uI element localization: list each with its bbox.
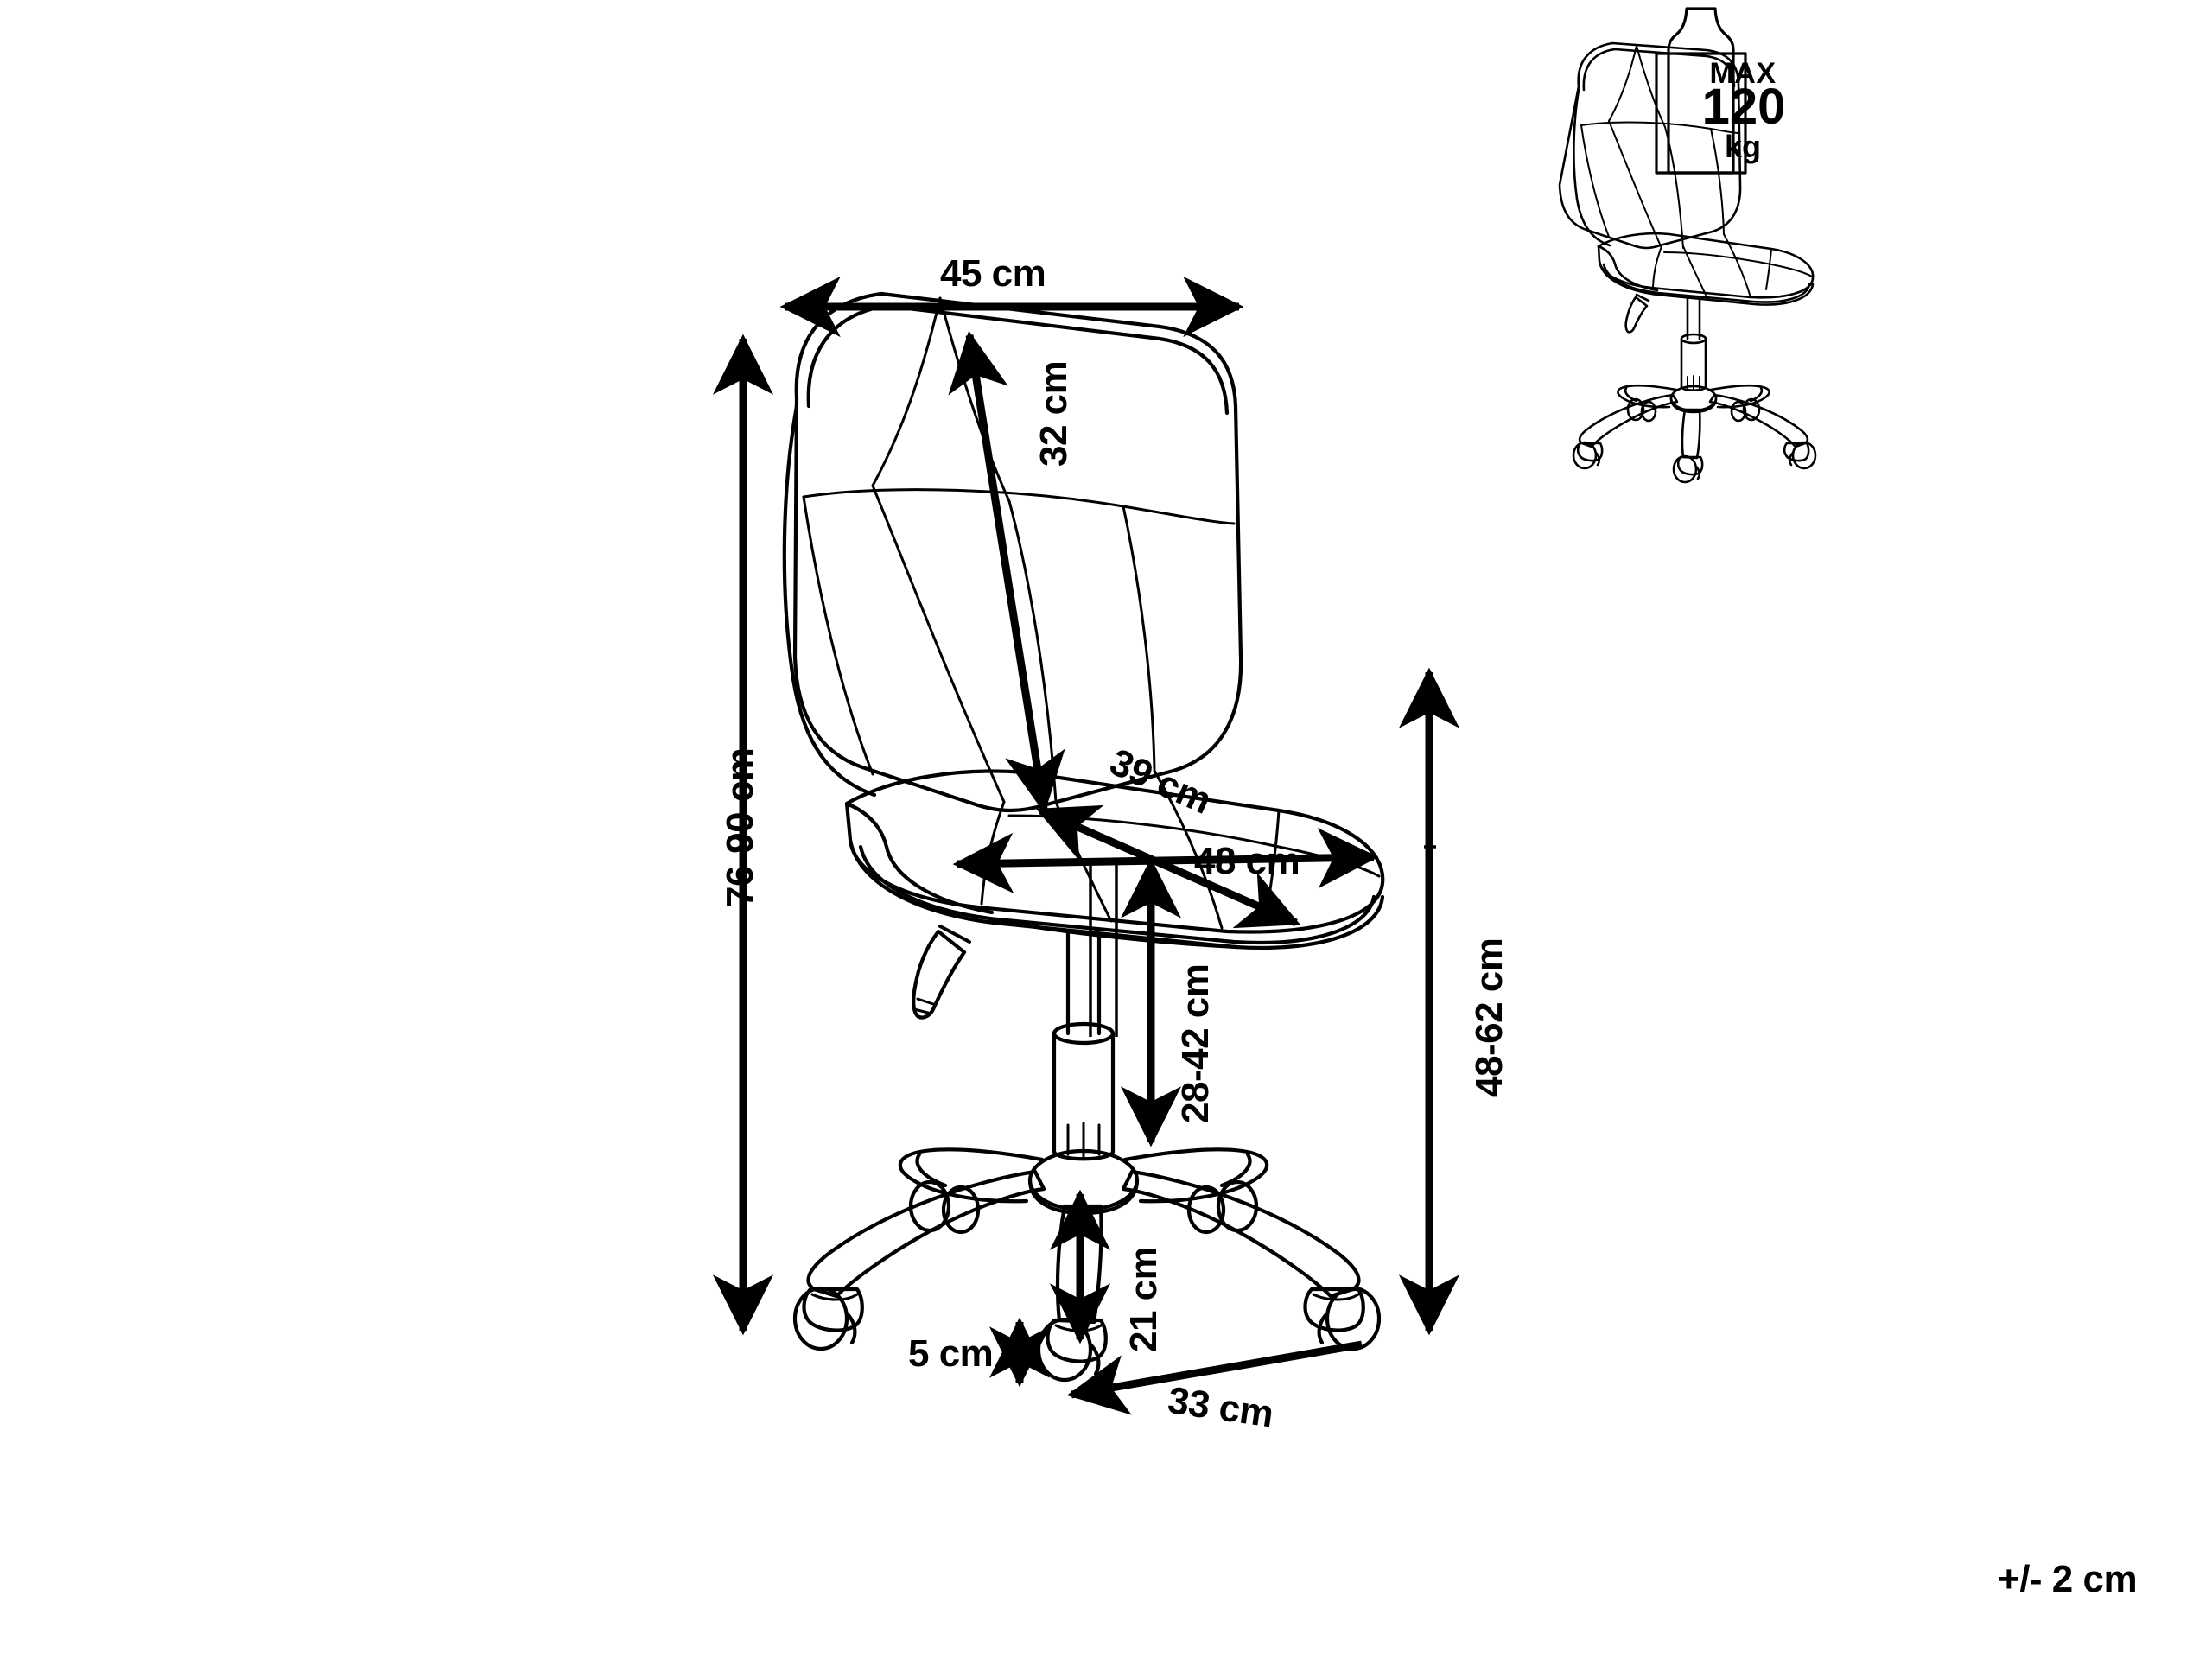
inset-gas-lift: [1680, 296, 1707, 392]
weight-badge-max-label: MAX: [1709, 57, 1777, 90]
dimension-label-column-height: 28-42 cm: [1174, 963, 1217, 1123]
backrest-stitching: [802, 296, 1236, 804]
dim-arrow-base-radius: [1066, 1340, 1363, 1415]
chair-base: [792, 1147, 1382, 1382]
caster-left-front: [792, 1286, 864, 1351]
dimension-label-seat-height: 48-62 cm: [1468, 938, 1510, 1097]
inset-seat-lip: [1598, 259, 1815, 306]
gas-lift-column: [1052, 929, 1116, 1161]
seat-underside: [988, 917, 1240, 950]
dimension-label-total-height: 76-90 cm: [719, 747, 761, 907]
inset-seat-left-bolster: [1597, 245, 1659, 292]
tolerance-note: +/- 2 cm: [1998, 1558, 2138, 1600]
inset-caster-right-rear: [1730, 397, 1761, 423]
base-arm-left-rear: [898, 1147, 1045, 1204]
inset-seat-lip-inner: [1602, 263, 1811, 303]
inset-chair-base: [1572, 384, 1817, 484]
inset-backrest-left-piping: [1573, 88, 1611, 247]
inset-seat-stitching: [1652, 233, 1813, 298]
height-adjust-lever: [912, 925, 971, 1020]
caster-front: [1036, 1317, 1108, 1382]
weight-badge-unit: kg: [1724, 129, 1761, 164]
weight-badge-value: 120: [1701, 79, 1786, 135]
inset-backrest-inner: [1582, 48, 1736, 92]
seat-left-bolster: [844, 801, 995, 915]
seat-front-lip: [848, 837, 1385, 950]
weight-badge-shape: [1655, 7, 1747, 175]
inset-caster-front: [1672, 454, 1704, 484]
dimension-label-caster-height: 5 cm: [908, 1332, 994, 1375]
caster-right-front: [1303, 1286, 1382, 1351]
inset-caster-right-front: [1783, 441, 1817, 470]
extension-lines: [1089, 845, 1436, 1037]
backrest-left-piping: [782, 404, 877, 798]
dim-arrow-seat-width: [952, 827, 1379, 894]
dimension-label-backrest-height: 32 cm: [1033, 360, 1075, 467]
inset-caster-left-front: [1572, 441, 1604, 470]
backrest-inner-edge: [806, 303, 1230, 416]
base-arm-right-rear: [1122, 1147, 1269, 1204]
dimension-arrows: [712, 276, 1460, 1415]
dimension-label-seat-width: 48 cm: [1194, 840, 1300, 882]
inset-caster-left-rear: [1626, 397, 1657, 423]
caster-left-rear: [908, 1179, 981, 1235]
dimension-label-base-spread: 21 cm: [1122, 1246, 1165, 1352]
caster-right-rear: [1186, 1179, 1259, 1235]
inset-chair-illustration: [1558, 7, 1817, 484]
backrest-outer-shell: [792, 291, 1243, 813]
base-arm-left: [806, 1169, 1046, 1299]
inset-backrest-outer: [1558, 41, 1742, 250]
dimension-label-width: 45 cm: [940, 252, 1046, 295]
inset-seat-outer: [1597, 232, 1815, 299]
inset-height-lever: [1624, 293, 1650, 334]
inset-backrest-stitching: [1580, 45, 1738, 249]
dim-arrow-backrest-height: [948, 330, 1065, 814]
